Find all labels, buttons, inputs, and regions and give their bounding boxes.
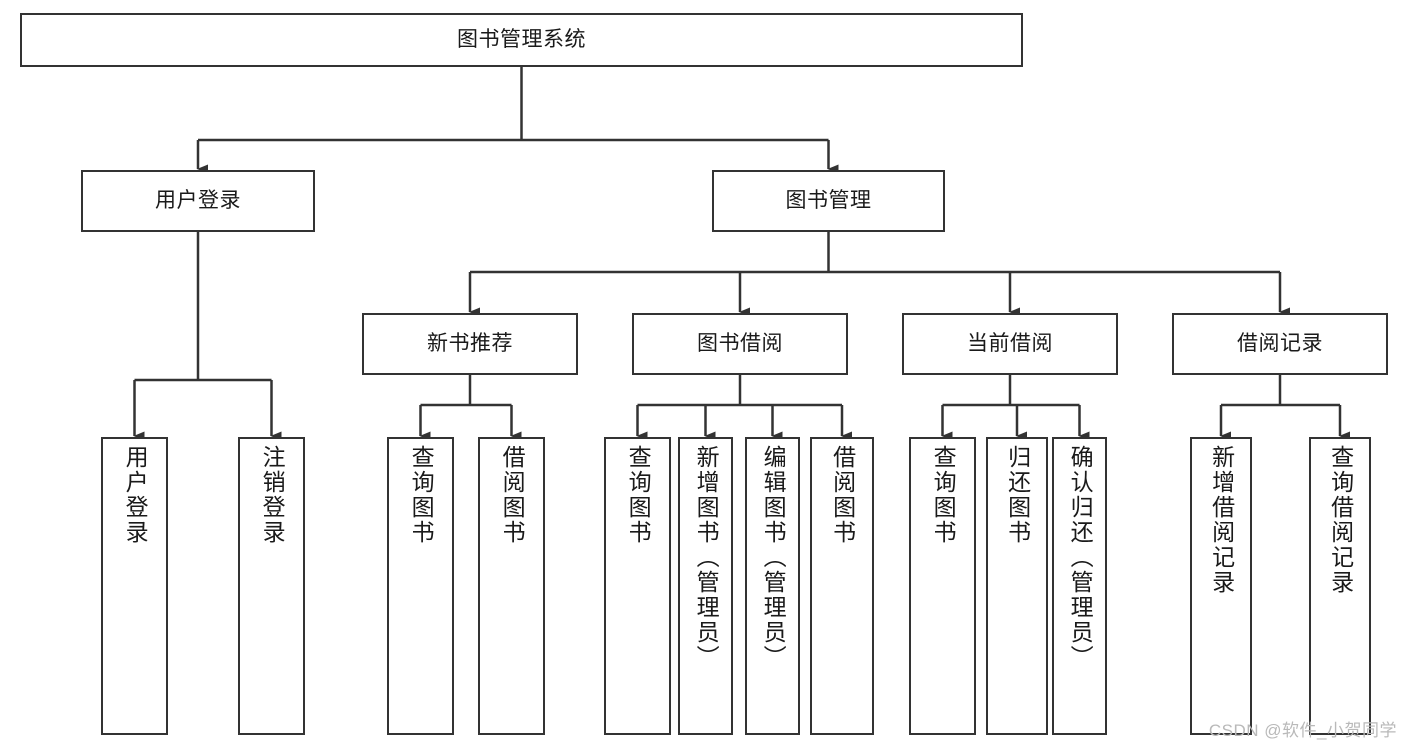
leaf-newbook-query-book[interactable]: 查询图书 xyxy=(387,437,454,735)
leaf-current-confirm-return-label: 确认归还（管理员） xyxy=(1067,445,1094,670)
leaf-borrow-lend-book[interactable]: 借阅图书 xyxy=(810,437,874,735)
leaf-current-confirm-return[interactable]: 确认归还（管理员） xyxy=(1052,437,1107,735)
leaf-borrow-add-book-label: 新增图书（管理员） xyxy=(693,445,720,670)
leaf-record-add-label: 新增借阅记录 xyxy=(1208,445,1235,595)
leaf-current-query-book[interactable]: 查询图书 xyxy=(909,437,976,735)
leaf-current-return-book[interactable]: 归还图书 xyxy=(986,437,1048,735)
leaf-current-query-book-label: 查询图书 xyxy=(930,445,957,545)
leaf-user-login[interactable]: 用户登录 xyxy=(101,437,168,735)
leaf-user-login-label: 用户登录 xyxy=(122,445,149,545)
node-new-book-recommend-label: 新书推荐 xyxy=(427,331,513,355)
leaf-borrow-query-book-label: 查询图书 xyxy=(625,445,652,545)
csdn-watermark: CSDN @软件_小贺同学 xyxy=(1208,721,1397,740)
leaf-record-add[interactable]: 新增借阅记录 xyxy=(1190,437,1252,735)
leaf-newbook-borrow-book[interactable]: 借阅图书 xyxy=(478,437,545,735)
node-book-borrow[interactable]: 图书借阅 xyxy=(632,313,848,375)
leaf-borrow-lend-book-label: 借阅图书 xyxy=(829,445,856,545)
node-borrow-record[interactable]: 借阅记录 xyxy=(1172,313,1388,375)
leaf-user-logout[interactable]: 注销登录 xyxy=(238,437,305,735)
node-current-borrow-label: 当前借阅 xyxy=(967,331,1053,355)
leaf-record-query[interactable]: 查询借阅记录 xyxy=(1309,437,1371,735)
leaf-borrow-edit-book[interactable]: 编辑图书（管理员） xyxy=(745,437,800,735)
leaf-borrow-add-book[interactable]: 新增图书（管理员） xyxy=(678,437,733,735)
leaf-user-logout-label: 注销登录 xyxy=(259,445,286,545)
node-root[interactable]: 图书管理系统 xyxy=(20,13,1023,67)
node-book-management-module-label: 图书管理 xyxy=(785,188,872,212)
node-book-management-module[interactable]: 图书管理 xyxy=(712,170,945,232)
leaf-current-return-book-label: 归还图书 xyxy=(1004,445,1031,545)
node-book-borrow-label: 图书借阅 xyxy=(697,331,783,355)
node-user-login-module-label: 用户登录 xyxy=(155,188,241,212)
node-user-login-module[interactable]: 用户登录 xyxy=(81,170,315,232)
leaf-borrow-query-book[interactable]: 查询图书 xyxy=(604,437,671,735)
leaf-newbook-query-book-label: 查询图书 xyxy=(408,445,435,545)
node-current-borrow[interactable]: 当前借阅 xyxy=(902,313,1118,375)
leaf-newbook-borrow-book-label: 借阅图书 xyxy=(499,445,526,545)
node-new-book-recommend[interactable]: 新书推荐 xyxy=(362,313,578,375)
leaf-record-query-label: 查询借阅记录 xyxy=(1327,445,1354,595)
node-borrow-record-label: 借阅记录 xyxy=(1237,331,1323,355)
node-root-label: 图书管理系统 xyxy=(457,27,586,51)
leaf-borrow-edit-book-label: 编辑图书（管理员） xyxy=(760,445,787,670)
